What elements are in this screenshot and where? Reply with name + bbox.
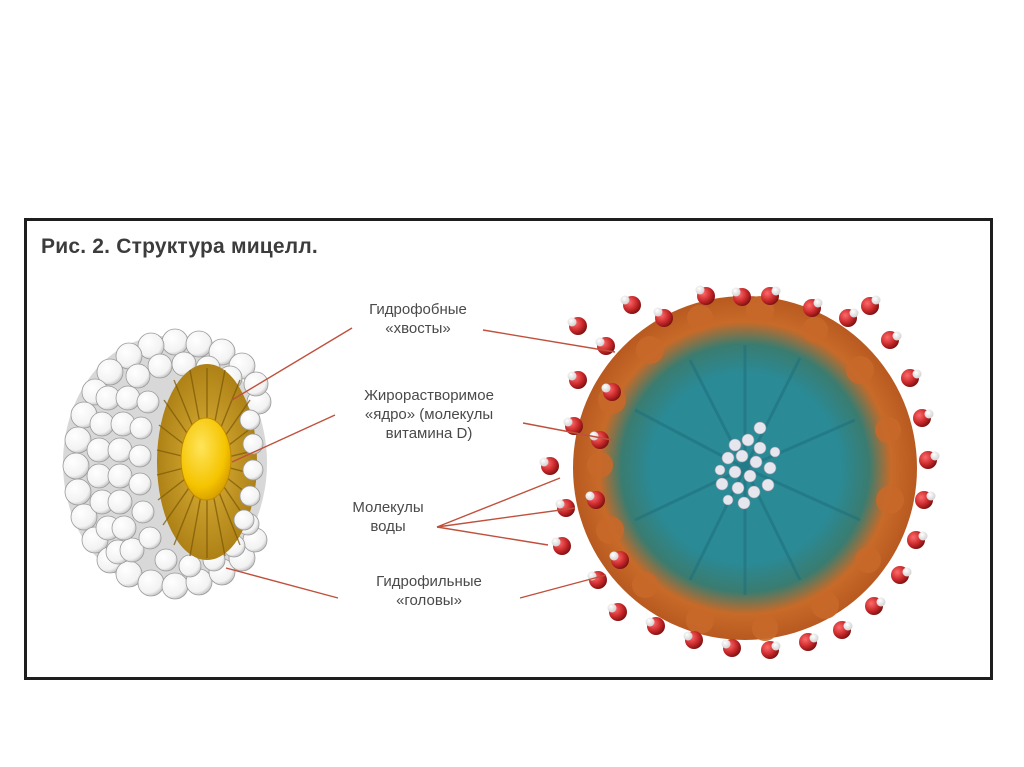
fat-soluble-core (181, 418, 231, 500)
water-pointer-1 (437, 478, 560, 527)
label-hydrophobic-tails: Гидрофобные «хвосты» (352, 300, 484, 338)
tails-pointer-right (483, 330, 615, 352)
cutaway-micelle (63, 329, 271, 599)
label-water-molecules: Молекулы воды (338, 498, 438, 536)
heads-pointer-left (226, 568, 338, 598)
water-pointer-3 (437, 527, 548, 545)
water-pointer-2 (437, 508, 575, 527)
label-hydrophilic-heads: Гидрофильные «головы» (338, 572, 520, 610)
molecular-micelle (540, 286, 940, 660)
label-fat-soluble-core: Жирорастворимое «ядро» (молекулы витамин… (334, 386, 524, 443)
